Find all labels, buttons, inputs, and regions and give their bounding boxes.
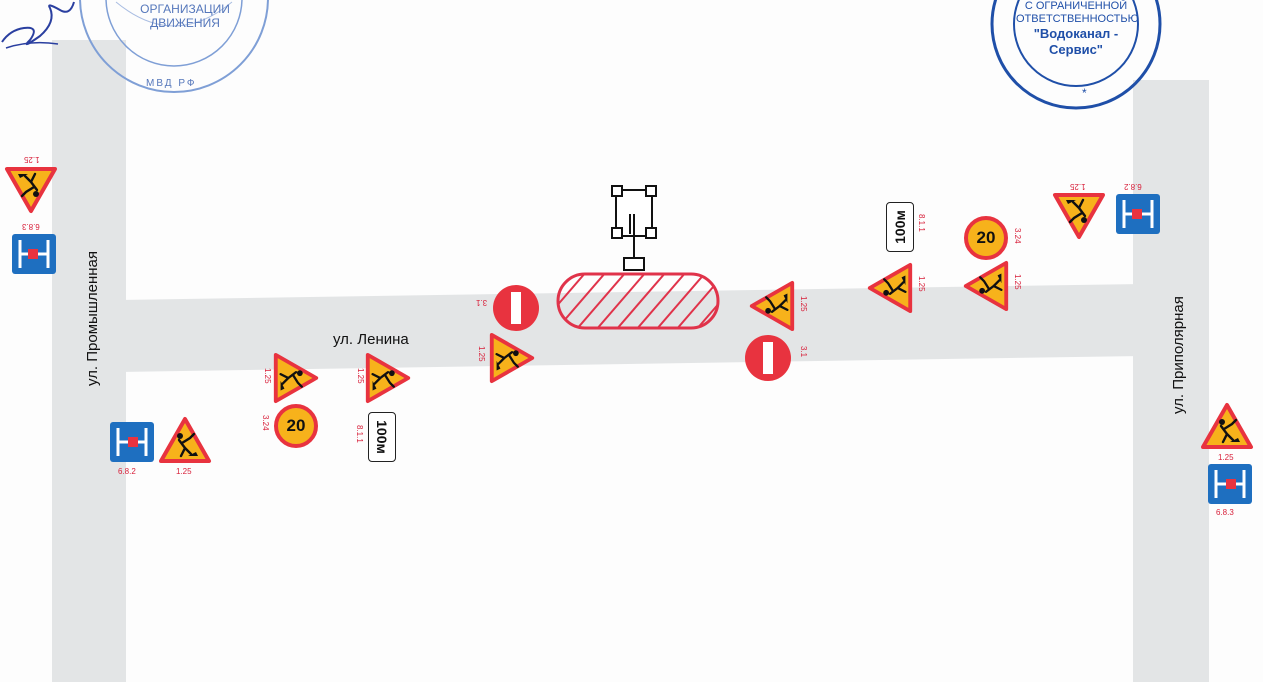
no-entry-sign-icon <box>492 284 540 332</box>
code-roadworks-topright: 1.25 <box>1070 182 1086 191</box>
excavator-icon <box>611 185 657 271</box>
street-label-polyarnaya: ул. Приполярная <box>1170 296 1187 414</box>
roadworks-sign-icon <box>362 352 414 404</box>
detour-sign-bottomleft <box>110 420 154 464</box>
code-roadworks-right-2: 1.25 <box>917 276 926 292</box>
roadworks-sign-icon <box>864 262 916 314</box>
distance-plate-right: 100м <box>886 202 914 252</box>
detour-sign-bottomright <box>1208 462 1252 506</box>
speed-limit-sign-left: 20 <box>274 404 318 448</box>
stamp-left-text: ОРГАНИЗАЦИИ ДВИЖЕНИЯ <box>140 2 230 30</box>
roadworks-sign-icon <box>4 166 58 214</box>
roadworks-sign-bottomright <box>1200 402 1254 450</box>
code-detour-topright: 6.8.2 <box>1124 182 1142 191</box>
detour-sign-icon <box>110 420 154 464</box>
signature <box>0 0 90 60</box>
roadworks-sign-icon <box>270 352 322 404</box>
roadworks-sign-topright <box>1052 192 1106 240</box>
distance-plate-left: 100м <box>368 412 396 462</box>
roadworks-sign-left-2 <box>362 352 414 404</box>
no-entry-sign-right <box>744 334 792 382</box>
detour-sign-topright <box>1116 194 1160 234</box>
code-no-entry-left: 3.1 <box>476 298 488 307</box>
street-label-promyshlennaya: ул. Промышленная <box>84 251 101 386</box>
distance-plate-left-text: 100м <box>374 420 390 454</box>
code-roadworks-right-3: 1.25 <box>1013 274 1022 290</box>
roadworks-sign-icon <box>158 416 212 464</box>
stamp-right-line-3: "Водоканал - <box>1033 26 1119 41</box>
roadworks-sign-icon <box>746 280 798 332</box>
roadworks-sign-icon <box>1052 192 1106 240</box>
roadworks-sign-icon <box>960 260 1012 312</box>
no-entry-sign-left <box>492 284 540 332</box>
code-detour-topleft: 6.8.3 <box>22 222 40 231</box>
stamp-left-bottom: МВД РФ <box>146 78 197 89</box>
signature-icon <box>1 1 75 49</box>
stamp-icon <box>79 0 269 93</box>
code-roadworks-bottomright: 1.25 <box>1218 453 1234 462</box>
distance-plate-right-text: 100м <box>892 210 908 244</box>
roadworks-sign-right-1 <box>746 280 798 332</box>
code-roadworks-left-3: 1.25 <box>477 346 486 362</box>
road-promyshlennaya <box>52 40 126 682</box>
code-no-entry-right: 3.1 <box>799 346 808 358</box>
code-detour-bottomleft: 6.8.2 <box>118 467 136 476</box>
no-entry-sign-icon <box>744 334 792 382</box>
roadworks-sign-right-2 <box>864 262 916 314</box>
detour-sign-icon <box>12 234 56 274</box>
work-zone-icon <box>556 272 720 330</box>
speed-limit-sign-right: 20 <box>964 216 1008 260</box>
stamp-left-line-1: ОРГАНИЗАЦИИ <box>140 2 230 16</box>
road-polyarnaya <box>1133 80 1209 682</box>
roadworks-sign-icon <box>486 332 538 384</box>
detour-sign-icon <box>1208 462 1252 506</box>
roadworks-sign-left-3 <box>486 332 538 384</box>
stamp-right-line-1: С ОГРАНИЧЕННОЙ <box>1024 0 1128 12</box>
roadworks-sign-topleft <box>4 166 58 214</box>
stamp-right-line-2: ОТВЕТСТВЕННОСТЬЮ <box>1016 13 1139 25</box>
stamp-left <box>76 0 272 96</box>
code-speed-left: 3.24 <box>261 415 270 431</box>
code-distance-left: 8.1.1 <box>355 425 364 443</box>
code-roadworks-bottomleft: 1.25 <box>176 467 192 476</box>
roadworks-sign-bottomleft <box>158 416 212 464</box>
stamp-right-line-4: Сервис" <box>1049 42 1103 57</box>
code-speed-right: 3.24 <box>1013 228 1022 244</box>
stamp-right-text: С ОГРАНИЧЕННОЙ ОТВЕТСТВЕННОСТЬЮ "Водокан… <box>1016 0 1139 58</box>
code-roadworks-topleft: 1.25 <box>24 155 40 164</box>
roadworks-sign-icon <box>1200 402 1254 450</box>
roadworks-sign-right-3 <box>960 260 1012 312</box>
stamp-right <box>986 0 1166 112</box>
code-detour-bottomright: 6.8.3 <box>1216 508 1234 517</box>
roadworks-sign-left-1 <box>270 352 322 404</box>
stamp-left-line-2: ДВИЖЕНИЯ <box>150 16 220 30</box>
code-distance-right: 8.1.1 <box>917 214 926 232</box>
excavator <box>608 184 660 272</box>
work-zone <box>556 272 720 330</box>
stamp-icon <box>990 0 1162 110</box>
street-label-lenina: ул. Ленина <box>333 331 409 348</box>
code-roadworks-right-1: 1.25 <box>799 296 808 312</box>
stamp-right-star: * <box>1082 86 1087 100</box>
detour-sign-icon <box>1116 194 1160 234</box>
detour-sign-topleft <box>12 234 56 274</box>
